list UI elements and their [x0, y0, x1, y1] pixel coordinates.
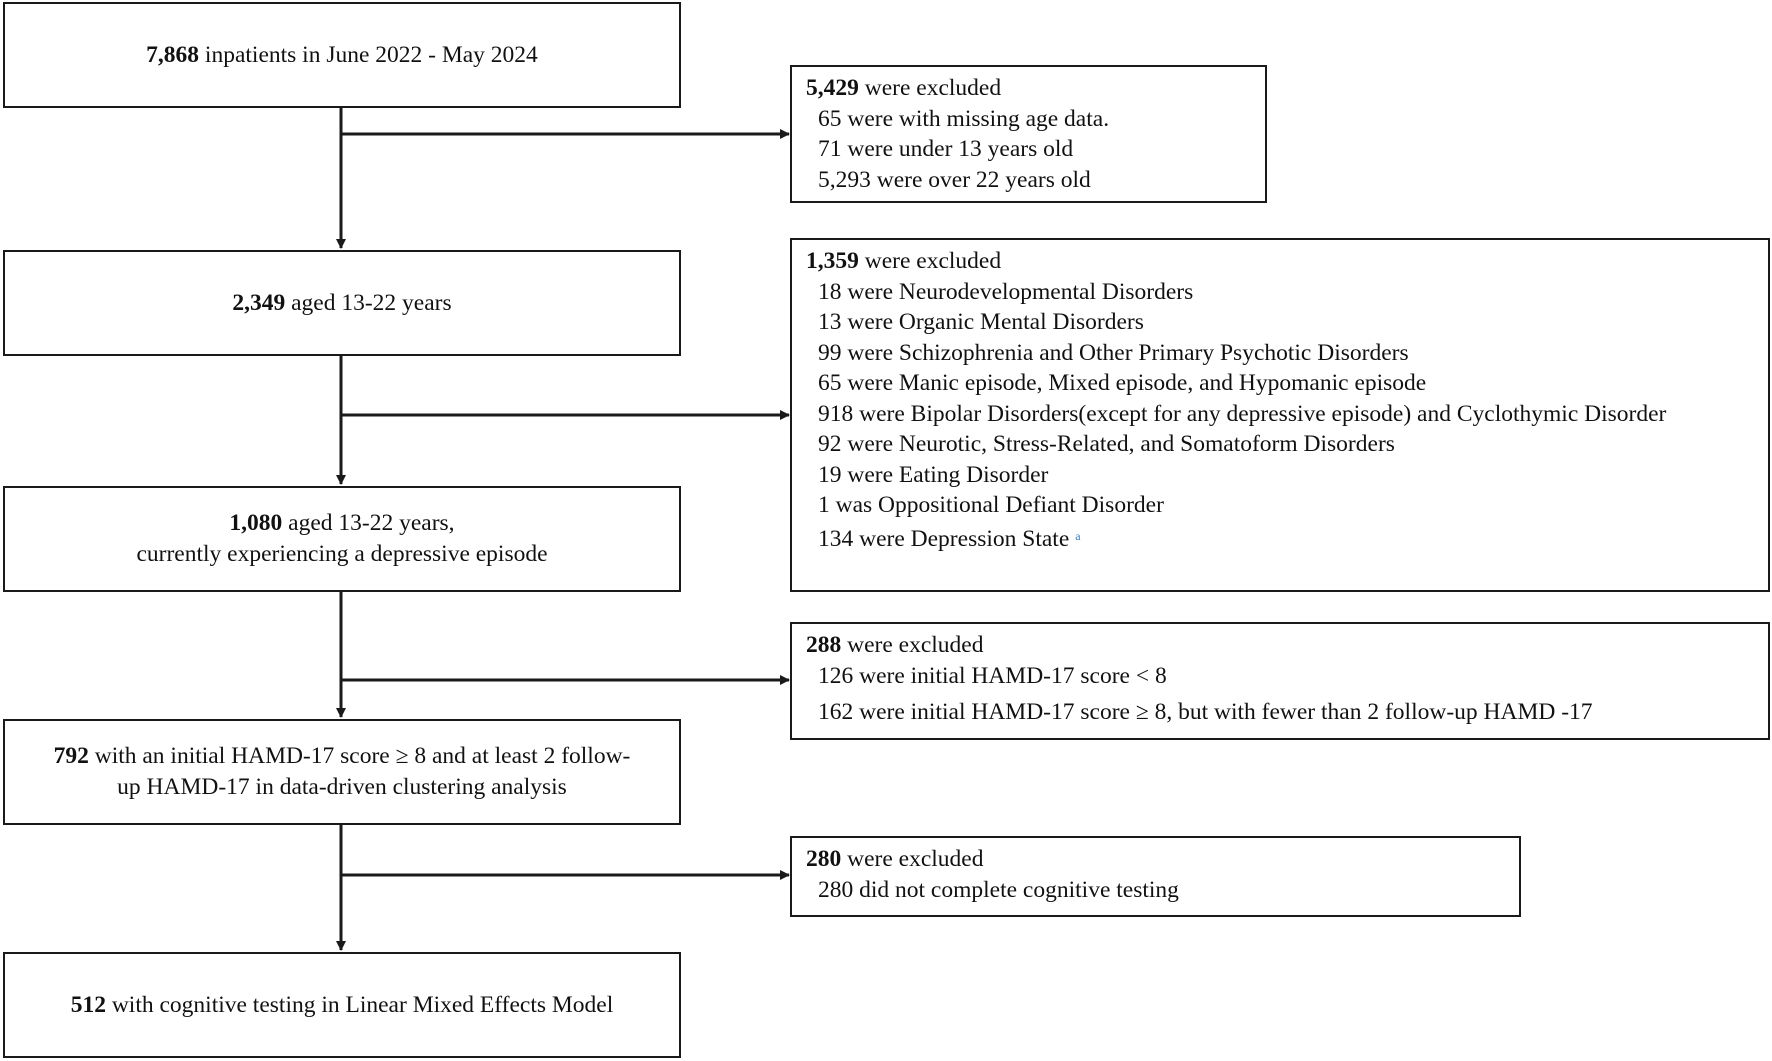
footnote-marker: a: [1075, 528, 1081, 543]
step-label-4a: with an initial HAMD-17 score ≥ 8 and at…: [94, 743, 631, 769]
step-label-4b: up HAMD-17 in data-driven clustering ana…: [117, 774, 567, 800]
exclusion-item: 99 were Schizophrenia and Other Primary …: [818, 339, 1409, 366]
exclusion-item: 13 were Organic Mental Disorders: [818, 309, 1144, 335]
exclusion-item: 65 were with missing age data.: [818, 105, 1110, 132]
exclusion-count-3: 288: [806, 632, 842, 658]
step-count-3: 1,080: [229, 510, 283, 536]
step-box-1: 7,868 inpatients in June 2022 - May 2024: [3, 2, 681, 108]
exclusion-title-1: were excluded: [864, 75, 1002, 101]
step-label-3b: currently experiencing a depressive epis…: [136, 541, 548, 567]
exclusion-item: 19 were Eating Disorder: [818, 461, 1049, 488]
step-text-4: 792 with an initial HAMD-17 score ≥ 8 an…: [54, 741, 631, 803]
step-text-3: 1,080 aged 13-22 years, currently experi…: [136, 508, 547, 570]
exclusion-title-4: were excluded: [847, 846, 984, 872]
exclusion-item: 5,293 were over 22 years old: [818, 166, 1091, 193]
step-text-5: 512 with cognitive testing in Linear Mix…: [71, 990, 614, 1021]
exclusion-count-2: 1,359: [806, 248, 859, 274]
exclusion-box-4: 280 were excluded 280 did not complete c…: [790, 836, 1521, 917]
step-box-4: 792 with an initial HAMD-17 score ≥ 8 an…: [3, 719, 681, 825]
step-label-5: with cognitive testing in Linear Mixed E…: [111, 991, 614, 1018]
exclusion-item: 65 were Manic episode, Mixed episode, an…: [818, 370, 1427, 396]
exclusion-item: 162 were initial HAMD-17 score ≥ 8, but …: [818, 699, 1593, 725]
step-box-2: 2,349 aged 13-22 years: [3, 250, 681, 356]
step-label-3a: aged 13-22 years,: [288, 510, 455, 536]
exclusion-header-4: 280 were excluded: [806, 844, 1505, 875]
exclusion-count-4: 280: [806, 846, 842, 872]
exclusion-header-1: 5,429 were excluded: [806, 73, 1251, 104]
step-box-5: 512 with cognitive testing in Linear Mix…: [3, 952, 681, 1058]
exclusion-item: 92 were Neurotic, Stress-Related, and So…: [818, 431, 1395, 457]
step-box-3: 1,080 aged 13-22 years, currently experi…: [3, 486, 681, 592]
step-label-1: inpatients in June 2022 - May 2024: [204, 41, 538, 68]
exclusion-header-2: 1,359 were excluded: [806, 246, 1754, 277]
step-label-2: aged 13-22 years: [291, 289, 452, 316]
exclusion-header-3: 288 were excluded: [806, 630, 1754, 661]
exclusion-item: 18 were Neurodevelopmental Disorders: [818, 278, 1194, 305]
step-count-1: 7,868: [146, 41, 200, 68]
exclusion-box-1: 5,429 were excluded 65 were with missing…: [790, 65, 1267, 203]
exclusion-item: 280 did not complete cognitive testing: [818, 876, 1179, 903]
step-count-4: 792: [53, 743, 89, 769]
step-text-2: 2,349 aged 13-22 years: [232, 288, 451, 319]
exclusion-title-3: were excluded: [847, 632, 984, 658]
exclusion-title-2: were excluded: [864, 248, 1002, 274]
exclusion-item: 1 was Oppositional Defiant Disorder: [818, 492, 1164, 518]
exclusion-item: 71 were under 13 years old: [818, 136, 1074, 162]
exclusion-box-3: 288 were excluded 126 were initial HAMD-…: [790, 622, 1770, 740]
exclusion-item: 126 were initial HAMD-17 score < 8: [818, 662, 1167, 689]
exclusion-count-1: 5,429: [806, 75, 859, 101]
exclusion-item: 918 were Bipolar Disorders(except for an…: [818, 400, 1667, 427]
exclusion-item-last: 134 were Depression State a: [806, 521, 1754, 555]
exclusion-box-2: 1,359 were excluded 18 were Neurodevelop…: [790, 238, 1770, 592]
step-count-2: 2,349: [232, 289, 286, 316]
step-text-1: 7,868 inpatients in June 2022 - May 2024: [146, 40, 538, 71]
exclusion-item-text: 134 were Depression State: [818, 525, 1070, 552]
step-count-5: 512: [70, 991, 106, 1018]
